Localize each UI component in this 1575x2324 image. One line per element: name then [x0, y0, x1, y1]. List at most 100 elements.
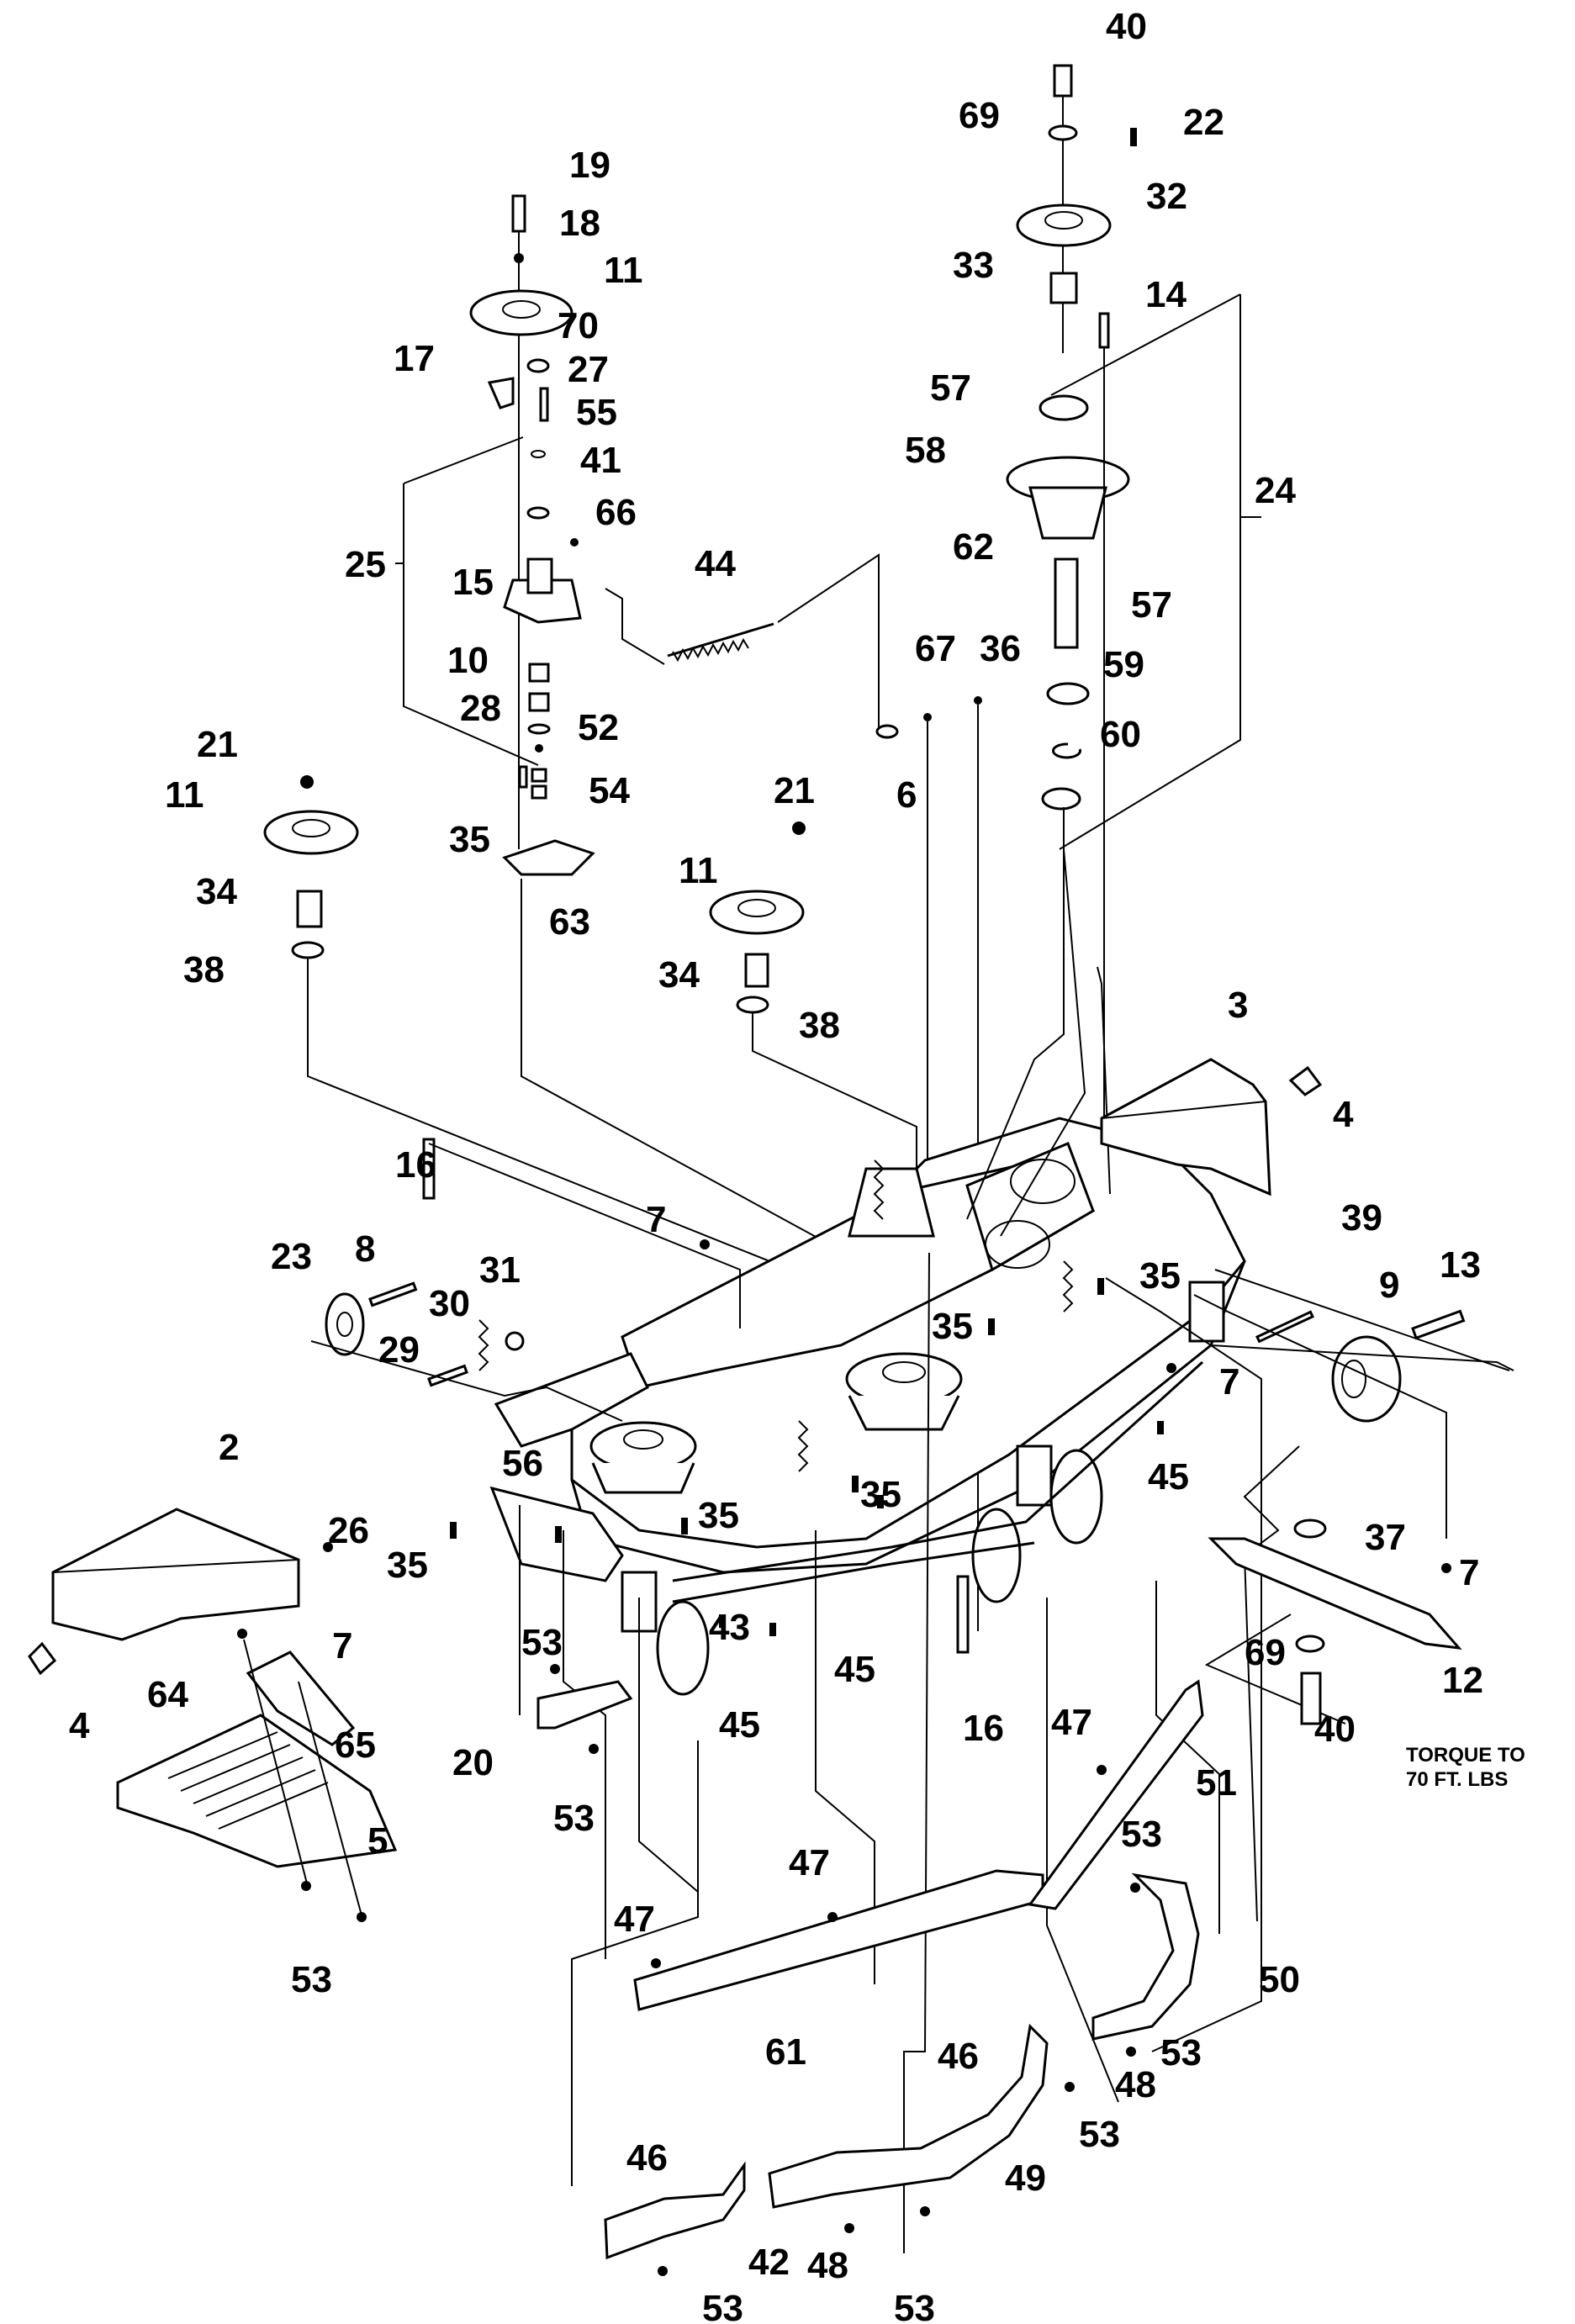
callout: 62 [953, 526, 994, 568]
callout: 48 [1115, 2064, 1156, 2105]
bolt-29 [427, 1364, 468, 1387]
seal-60 [1041, 787, 1081, 811]
key-22 [1130, 128, 1137, 146]
nut-18 [514, 253, 524, 263]
callout: 31 [479, 1249, 521, 1291]
callout: 53 [1160, 2032, 1202, 2073]
callout: 34 [196, 871, 237, 912]
callout: 59 [1103, 644, 1144, 685]
washer-38-left [291, 941, 325, 959]
bolt-19 [511, 194, 526, 233]
callout: 61 [765, 2031, 806, 2073]
callout: 21 [197, 724, 238, 765]
callout: 35 [449, 819, 490, 860]
baffle-61 [633, 1869, 1044, 2011]
idler-pulley-11-top [469, 289, 573, 336]
callout: 69 [1245, 1632, 1286, 1673]
callout: 60 [1100, 714, 1141, 755]
baffle-42 [604, 2161, 746, 2276]
spacer-33 [1049, 272, 1078, 304]
washer-55 [531, 450, 546, 458]
callout: 42 [748, 2242, 790, 2283]
bushing-10a [528, 663, 550, 683]
callout: 38 [799, 1005, 840, 1046]
callout: 18 [559, 203, 600, 244]
bushing-54a [531, 768, 547, 783]
mower-deck [325, 1117, 1514, 1696]
callout: 47 [614, 1899, 655, 1940]
spindle-shaft-62 [1054, 557, 1079, 649]
roller-23 [325, 1292, 365, 1356]
washer-69-bottom [1295, 1635, 1325, 1653]
callout: 7 [646, 1199, 666, 1240]
belt-cover-3 [1100, 1058, 1323, 1196]
baffle-51 [1028, 1679, 1204, 1910]
callout: 39 [1341, 1197, 1382, 1239]
callout: 4 [69, 1705, 90, 1746]
callout: 9 [1379, 1265, 1399, 1306]
callout: 2 [219, 1427, 239, 1468]
callout: 21 [774, 770, 815, 811]
baffle-50 [1065, 1872, 1200, 2092]
callout: 35 [698, 1495, 739, 1536]
pin-16-bottom [956, 1575, 970, 1654]
callout: 37 [1365, 1517, 1406, 1558]
callout: 69 [959, 95, 1000, 136]
spacer-34-left [296, 890, 323, 928]
callout: 35 [387, 1545, 428, 1586]
callout: 53 [553, 1798, 595, 1839]
callout: 28 [460, 688, 501, 729]
callout: 29 [378, 1329, 420, 1371]
callout: 36 [980, 628, 1021, 669]
callout: 16 [395, 1144, 436, 1186]
callout: 49 [1005, 2158, 1046, 2199]
chain-front [797, 1420, 809, 1472]
callout: 58 [905, 430, 946, 471]
nut-21-left [300, 775, 314, 789]
callout: 11 [679, 850, 718, 891]
callout: 35 [932, 1306, 973, 1347]
nut-36 [974, 696, 982, 705]
washer-6 [875, 724, 899, 739]
callout: 50 [1259, 1959, 1300, 2000]
callout: 7 [1219, 1361, 1239, 1402]
callout: 8 [355, 1228, 375, 1270]
callout: 53 [1121, 1814, 1162, 1855]
callout: 14 [1145, 274, 1187, 315]
bolt-40-bottom [1300, 1672, 1322, 1725]
callout: 53 [702, 2288, 743, 2324]
callout: 65 [335, 1725, 376, 1766]
callout: 32 [1146, 176, 1187, 217]
idler-arm-15 [503, 578, 582, 624]
callout: 67 [915, 628, 956, 669]
callout: 53 [1079, 2114, 1120, 2155]
washer-28 [527, 723, 551, 735]
deck-hardware [323, 1239, 1451, 1636]
callout: 4 [1333, 1094, 1354, 1135]
callout: 44 [695, 543, 736, 584]
callout: 53 [894, 2288, 935, 2324]
callout: 45 [719, 1704, 760, 1746]
callout: 70 [558, 305, 599, 346]
spindle-assembly-right [1006, 64, 1261, 1278]
callout: 51 [1196, 1762, 1237, 1804]
callout: 40 [1106, 6, 1147, 47]
bearing-57-bottom [1046, 682, 1090, 705]
chain-rear-right [1062, 1260, 1074, 1313]
callout: 40 [1314, 1709, 1356, 1750]
callout: 19 [569, 145, 610, 186]
pivot-plate-63 [502, 839, 595, 876]
baffle-49 [768, 2023, 1049, 2233]
nut-31 [505, 1331, 525, 1351]
washer-41 [526, 506, 550, 520]
callout: 53 [521, 1622, 563, 1663]
callout-labels: 40 69 22 32 33 14 57 58 24 62 57 59 60 1… [69, 6, 1483, 2324]
pulley-32 [1016, 203, 1112, 247]
callout: 52 [578, 707, 619, 748]
callout: 3 [1228, 985, 1248, 1026]
chain-30 [478, 1319, 489, 1371]
bolt-35-pivot [518, 765, 528, 789]
callout: 63 [549, 901, 590, 943]
callout: 48 [807, 2245, 848, 2286]
